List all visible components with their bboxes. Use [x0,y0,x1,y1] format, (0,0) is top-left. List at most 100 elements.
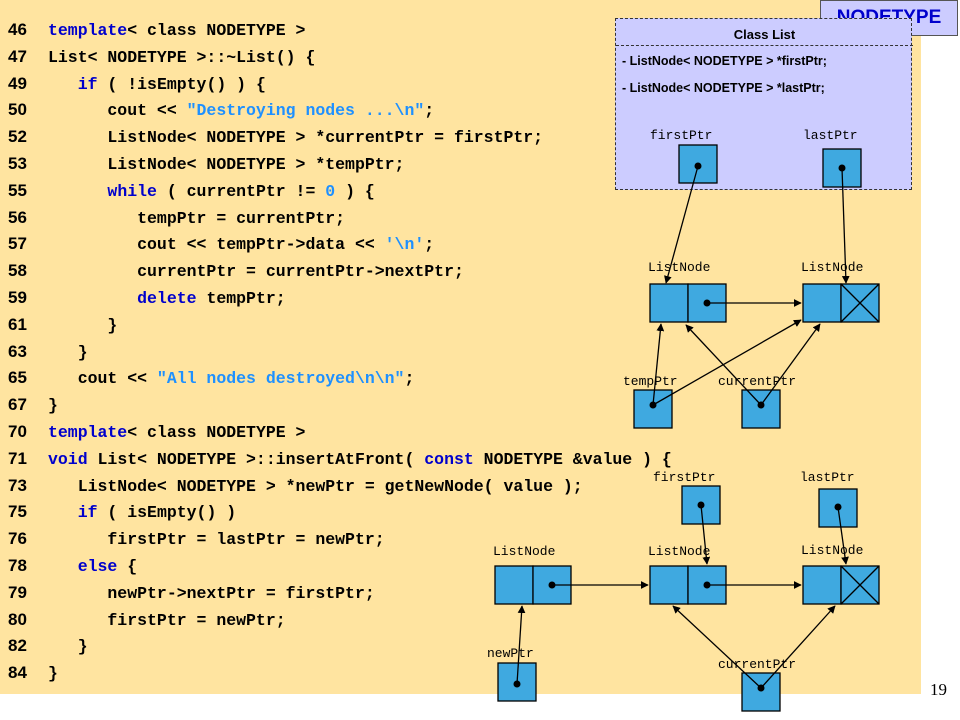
label-listnode-1: ListNode [648,260,710,275]
temp-ptr-box [633,389,673,429]
code-keyword: template [48,21,128,40]
code-keyword: const [424,449,474,469]
line-number: 59 [8,288,27,307]
code-text: tempPtr; [196,289,286,308]
code-line: 56 tempPtr = currentPtr; [0,204,345,231]
code-string: 0 [325,181,336,201]
code-keyword: if [77,503,98,523]
code-text: } [48,315,118,335]
code-text: firstPtr = newPtr; [48,610,286,630]
arrow-temp-to-node-1 [652,323,665,406]
member-last-ptr: - ListNode< NODETYPE > *lastPtr; [622,81,825,95]
line-number: 78 [8,556,27,575]
code-line: 79 newPtr->nextPtr = firstPtr; [0,579,375,606]
current-ptr-box-top [741,389,781,429]
code-keyword: template [48,423,128,442]
label-first-ptr-bottom: firstPtr [653,470,715,485]
line-number: 55 [8,180,27,200]
line-number: 52 [8,127,27,147]
arrow-temp-to-node-2 [652,319,802,406]
code-text: ( currentPtr != [156,181,326,201]
code-keyword: void [48,449,88,469]
line-number: 70 [8,422,27,441]
node-4-data [649,565,689,605]
label-listnode-4: ListNode [648,544,710,559]
code-line: 46 template< class NODETYPE > [0,16,305,43]
label-first-ptr-top: firstPtr [650,128,712,143]
code-text: ; [404,369,415,389]
code-line: 57 cout << tempPtr->data << '\n'; [0,230,434,257]
code-text: ) { [335,181,375,201]
arrow-first-to-node-1 [664,165,699,284]
code-text: List< NODETYPE >::insertAtFront( [87,449,425,469]
code-line: 84} [0,659,58,686]
code-text: cout << tempPtr->data << [48,235,385,255]
line-number: 75 [8,502,27,522]
arrow-current-to-node-1 [685,324,762,406]
line-number: 80 [8,609,27,629]
arrow-new-to-node-3 [516,605,526,685]
code-line: 65 cout << "All nodes destroyed\n\n"; [0,364,414,391]
code-line: 63 } [0,338,88,365]
code-string: "Destroying nodes ...\n" [186,101,425,121]
null-marks [840,283,880,605]
label-last-ptr-bottom: lastPtr [800,470,855,485]
line-number: 71 [8,448,27,468]
line-number: 65 [8,368,27,388]
line-number: 57 [8,234,27,254]
code-text: ( isEmpty() ) [97,503,237,523]
arrow-current-to-node-2 [760,323,821,406]
code-line: 80 firstPtr = newPtr; [0,606,286,633]
code-text: ListNode< NODETYPE > *newPtr = getNewNod… [48,476,583,496]
label-listnode-2: ListNode [801,260,863,275]
label-current-ptr-top: currentPtr [718,374,796,389]
arrow-last-to-node-5 [837,506,849,565]
code-line: 75 if ( isEmpty() ) [0,498,236,525]
code-keyword: if [77,74,98,94]
code-text: currentPtr = currentPtr->nextPtr; [48,262,464,282]
line-number: 84 [8,663,27,683]
code-text: ListNode< NODETYPE > *tempPtr; [48,155,405,174]
code-text: } [48,396,58,416]
line-number: 58 [8,261,27,281]
class-list-box: Class List - ListNode< NODETYPE > *first… [615,18,913,190]
line-number: 76 [8,529,27,549]
label-new-ptr: newPtr [487,646,534,661]
code-text: ; [424,101,435,121]
code-text: ( !isEmpty() ) { [97,74,266,94]
line-number: 79 [8,582,27,602]
node-1-data [649,283,689,323]
arrow-current-to-node-4 [672,605,762,689]
label-temp-ptr: tempPtr [623,374,678,389]
code-string: '\n' [384,235,425,255]
code-text: ListNode< NODETYPE > *currentPtr = first… [48,128,544,148]
label-listnode-3: ListNode [493,544,555,559]
code-text: } [48,342,88,362]
code-line: 82 } [0,632,88,659]
code-text: < class NODETYPE > [127,423,306,442]
label-last-ptr-top: lastPtr [803,128,858,143]
code-text: < class NODETYPE > [127,21,306,40]
line-number: 46 [8,20,27,39]
line-number: 50 [8,100,27,120]
code-line: 59 delete tempPtr; [0,284,286,311]
line-number: 82 [8,636,27,656]
code-keyword: else [77,557,118,576]
code-text: ; [424,235,435,255]
code-text: } [48,637,88,657]
code-keyword: delete [137,289,197,308]
line-number: 47 [8,46,27,66]
code-line: 73 ListNode< NODETYPE > *newPtr = getNew… [0,472,583,499]
node-5-data [802,565,842,605]
member-first-ptr: - ListNode< NODETYPE > *firstPtr; [622,54,827,68]
label-listnode-5: ListNode [801,543,863,558]
code-text: cout << [48,369,157,389]
code-line: 52 ListNode< NODETYPE > *currentPtr = fi… [0,123,543,150]
code-text: newPtr->nextPtr = firstPtr; [48,583,375,603]
code-line: 70 template< class NODETYPE > [0,418,305,445]
line-number: 49 [8,73,27,93]
label-current-ptr-bottom: currentPtr [718,657,796,672]
line-number: 73 [8,475,27,495]
